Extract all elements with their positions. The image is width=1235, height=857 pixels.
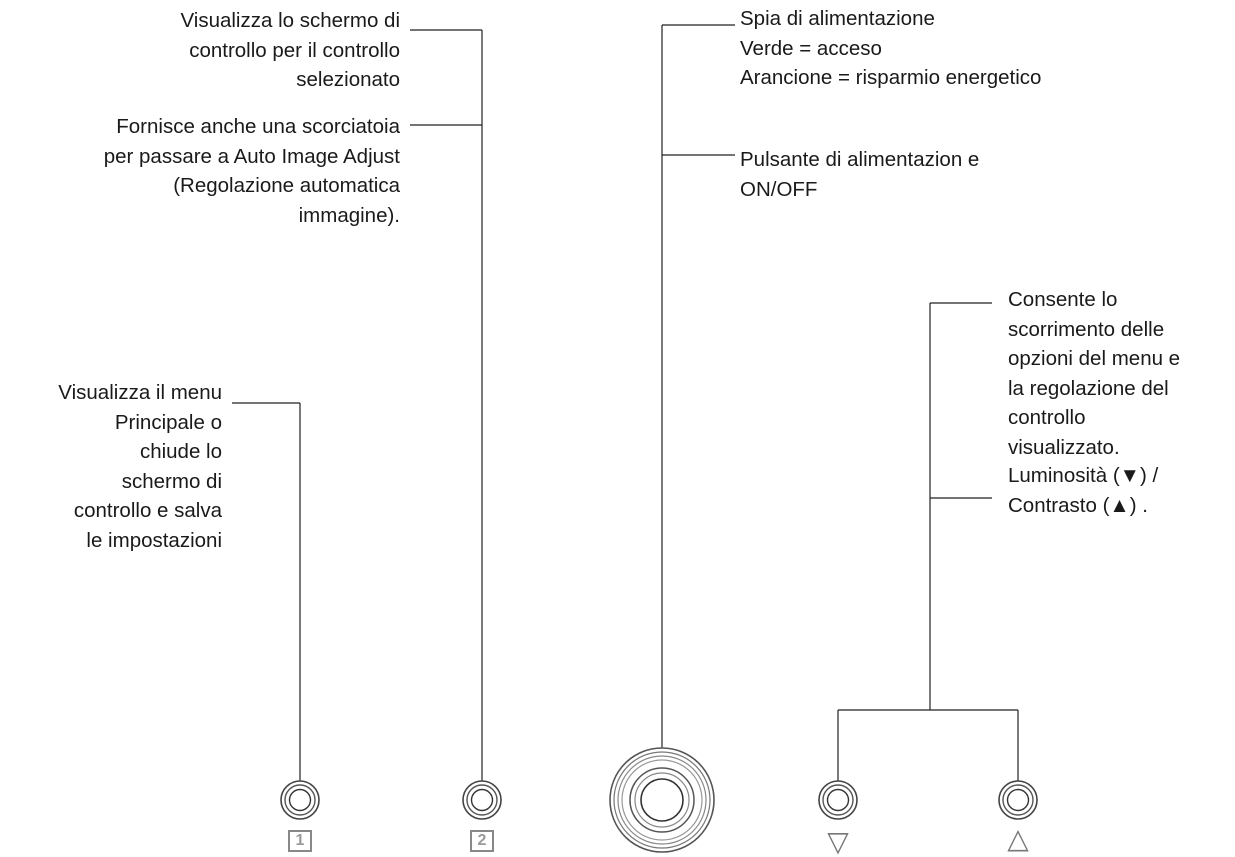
up-triangle-icon: △ xyxy=(1007,823,1029,854)
callout-control-screen: Visualizza lo schermo di controllo per i… xyxy=(180,9,400,91)
button-2-label: 2 xyxy=(468,829,496,852)
button-1[interactable] xyxy=(280,780,320,820)
callout-power-led: Spia di alimentazione Verde = acceso Ara… xyxy=(740,7,1042,89)
callout-scroll-options: Consente lo scorrimento delle opzioni de… xyxy=(1008,288,1181,459)
up-button[interactable] xyxy=(998,780,1038,820)
callout-main-menu: Visualizza il menu Principale o chiude l… xyxy=(58,381,222,552)
button-1-label: 1 xyxy=(286,829,314,852)
down-triangle-icon: ▽ xyxy=(827,826,849,857)
down-button[interactable] xyxy=(818,780,858,820)
button-2[interactable] xyxy=(462,780,502,820)
callout-power-button: Pulsante di alimentazion e ON/OFF xyxy=(740,148,980,201)
power-button[interactable] xyxy=(609,747,715,853)
button-2-number: 2 xyxy=(470,830,494,852)
callout-brightness-contrast: Luminosità (▼) / Contrasto (▲) . xyxy=(1008,464,1159,517)
button-1-number: 1 xyxy=(288,830,312,852)
callout-auto-image-adjust: Fornisce anche una scorciatoia per passa… xyxy=(103,115,400,227)
